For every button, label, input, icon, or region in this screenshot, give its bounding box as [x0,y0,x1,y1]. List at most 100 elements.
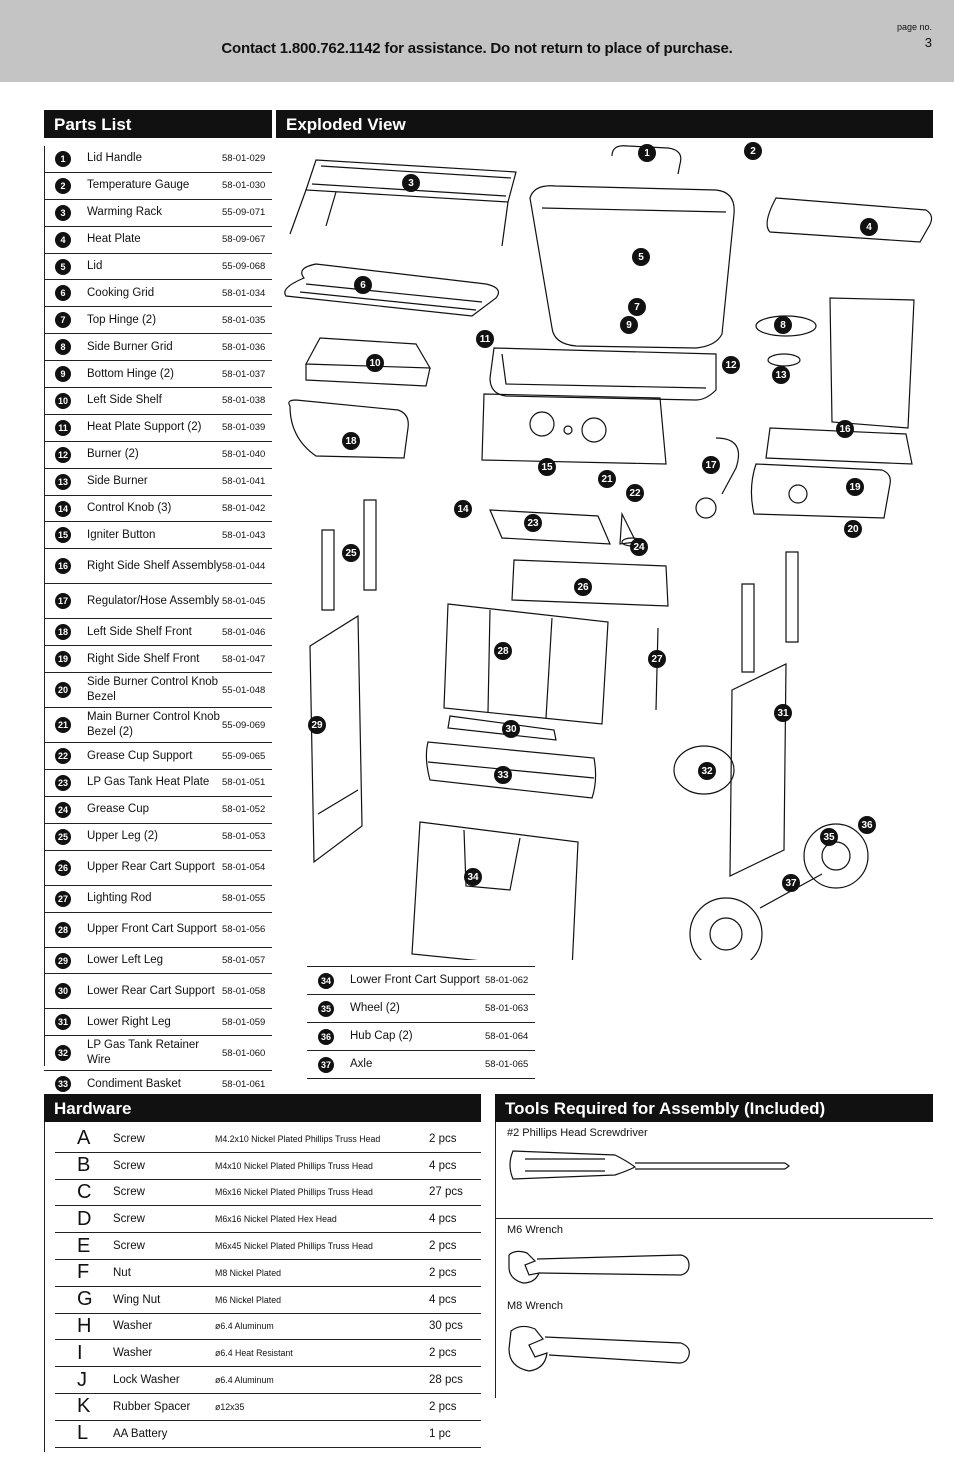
part-number-badge: 19 [55,651,71,668]
part-name: Lower Rear Cart Support [87,984,215,997]
part-code: 58-01-058 [222,985,266,997]
part-name: Axle [350,1058,373,1070]
hardware-description: M6x16 Nickel Plated Hex Head [215,1214,337,1225]
part-name: Burner (2) [87,448,139,461]
part-code: 58-01-065 [485,1059,529,1070]
part-number-badge: 36 [318,1028,334,1045]
callout-15: 15 [538,458,556,476]
part-name: Lighting Rod [87,892,152,905]
hardware-quantity: 30 pcs [429,1320,463,1333]
hardware-letter: K [77,1395,91,1418]
part-number-badge: 29 [55,952,71,969]
part-number-badge: 5 [55,258,71,275]
hardware-letter: B [77,1154,91,1177]
callout-34: 34 [464,868,482,886]
part-number-badge: 7 [55,312,71,329]
part-name: Regulator/Hose Assembly [87,594,220,607]
part-name: Hub Cap (2) [350,1030,413,1042]
callout-31: 31 [774,704,792,722]
hardware-type: Washer [113,1347,153,1360]
hardware-quantity: 2 pcs [429,1347,457,1360]
part-number-badge: 37 [318,1056,334,1073]
callout-22: 22 [626,484,644,502]
callout-30: 30 [502,720,520,738]
part-name: Grease Cup [87,803,150,816]
callout-16: 16 [836,420,854,438]
part-name: Right Side Shelf Front [87,652,200,665]
hardware-type: Screw [113,1240,145,1253]
callout-17: 17 [702,456,720,474]
hardware-description: M6x16 Nickel Plated Phillips Truss Head [215,1187,373,1198]
part-number-badge: 12 [55,446,71,463]
part-code: 58-01-061 [222,1078,266,1090]
part-code: 55-09-068 [222,261,266,272]
part-code: 58-01-043 [222,529,266,541]
part-name: Temperature Gauge [87,179,190,192]
page-number-label: page no. [896,22,932,32]
callout-4: 4 [860,218,878,236]
m6-wrench-label: M6 Wrench [507,1224,564,1236]
hardware-description: ø6.4 Aluminum [215,1375,274,1386]
part-code: 58-01-045 [222,595,266,607]
part-name: Wheel (2) [350,1002,400,1014]
callout-29: 29 [308,716,326,734]
callout-23: 23 [524,514,542,532]
part-name: Top Hinge (2) [87,313,157,326]
callout-5: 5 [632,248,650,266]
tools-divider [495,1218,933,1219]
contact-notice: Contact 1.800.762.1142 for assistance. D… [221,40,733,57]
part-name: Warming Rack [87,206,162,219]
part-number-badge: 33 [55,1076,71,1093]
part-number-badge: 16 [55,558,71,575]
part-number-badge: 14 [55,500,71,517]
part-code: 58-01-051 [222,777,266,789]
part-name: Bottom Hinge (2) [87,367,174,380]
hardware-type: Screw [113,1159,145,1172]
part-number-badge: 20 [55,682,71,699]
hardware-type: Rubber Spacer [113,1400,191,1413]
part-number-badge: 13 [55,473,71,490]
part-number-badge: 25 [55,828,71,845]
hardware-letter: C [77,1180,92,1203]
hardware-quantity: 4 pcs [429,1159,457,1172]
exploded-view-diagram: 1 2 3 4 5 6 7 8 9 10 11 12 13 14 15 16 1… [276,138,954,971]
part-number-badge: 10 [55,392,71,409]
part-code: 58-01-030 [222,180,266,192]
hardware-letter: L [77,1422,89,1445]
m8-wrench-label: M8 Wrench [507,1300,564,1312]
hardware-quantity: 4 pcs [429,1293,457,1306]
part-code: 58-01-037 [222,368,266,380]
part-number-badge: 4 [55,231,71,248]
part-code: 58-09-067 [222,234,266,246]
part-code: 58-01-063 [485,1003,529,1014]
callout-7: 7 [628,298,646,316]
part-number-badge: 28 [55,921,71,938]
m8-wrench-icon [508,1325,690,1372]
hardware-letter: F [77,1261,90,1284]
page-number: 3 [924,35,932,50]
part-name: Lower Front Cart Support [350,974,480,986]
part-code: 58-01-057 [222,955,266,967]
